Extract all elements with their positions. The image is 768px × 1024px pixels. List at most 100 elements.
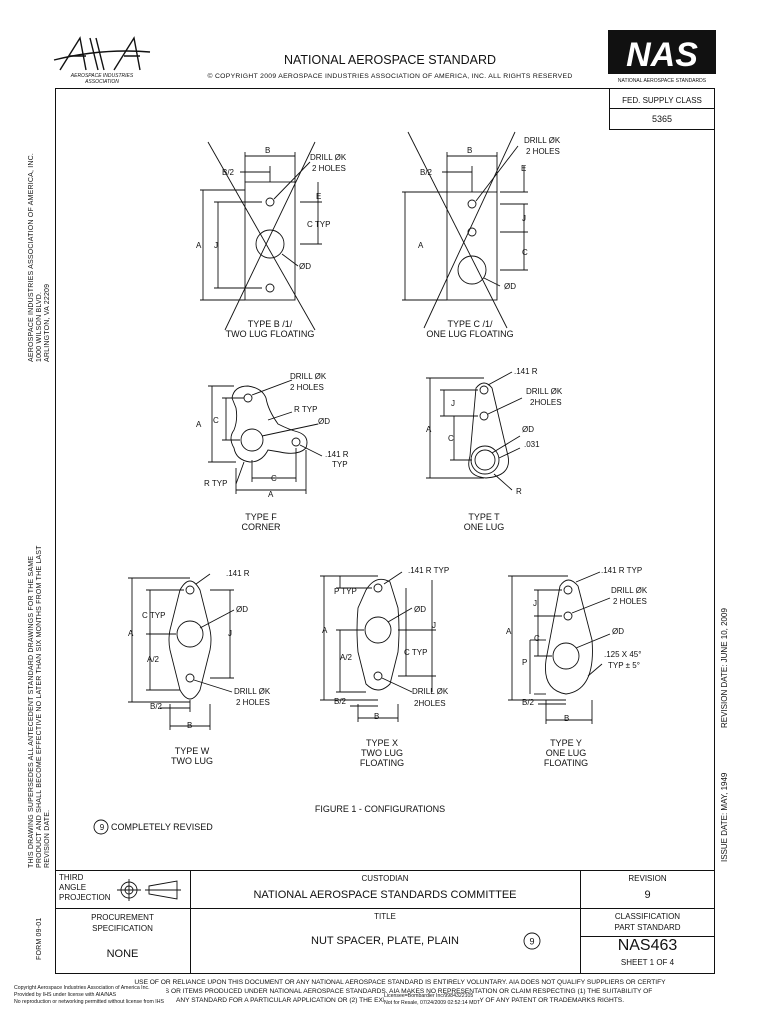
type-w-label-d: ØD (236, 605, 248, 614)
title-block-col2 (580, 870, 581, 974)
type-f-label-c-vert: C (213, 416, 219, 425)
type-y-drawing (508, 571, 611, 724)
type-b-drawing (200, 141, 322, 331)
type-x-label-ptyp: P TYP (334, 587, 357, 596)
type-t-label-d: ØD (522, 425, 534, 434)
type-x-name: TYPE X (365, 738, 398, 748)
type-c-name: TYPE C /1/ (447, 319, 493, 329)
custodian-label: CUSTODIAN (361, 874, 409, 883)
projection-line3: PROJECTION (59, 893, 111, 902)
type-f-label-c: C (271, 474, 277, 483)
type-y-label-drillk: DRILL ØK (611, 586, 648, 595)
type-c-label-e: E (521, 164, 526, 173)
type-y-label-d: ØD (612, 627, 624, 636)
type-t-label-c: C (448, 434, 454, 443)
type-b-caption: TYPE B /1/ TWO LUG FLOATING (205, 319, 335, 339)
type-y-label-b: B (564, 714, 569, 723)
title-block-top (55, 870, 715, 871)
procurement-label: PROCUREMENT SPECIFICATION (55, 912, 190, 934)
ihs-copyright-line3: No reproduction or networking permitted … (14, 999, 164, 1005)
classification-line1: CLASSIFICATION (614, 912, 681, 921)
figure-caption: FIGURE 1 - CONFIGURATIONS (314, 804, 446, 814)
type-x-label-a2: A/2 (340, 653, 353, 662)
nas-logo: NAS NATIONAL AEROSPACE STANDARDS (608, 30, 716, 84)
title-value: NUT SPACER, PLATE, PLAIN (311, 935, 459, 947)
nas-logo-text: NAS (626, 36, 698, 74)
type-w-desc: TWO LUG (171, 756, 213, 766)
type-w-name: TYPE W (174, 746, 210, 756)
licensee-info: Licensee=Bombardier Inc/9984322105 Not f… (384, 993, 481, 1007)
type-f-caption: TYPE F CORNER (211, 512, 311, 532)
note-revision-circle (93, 819, 109, 835)
type-f-name: TYPE F (245, 512, 277, 522)
procurement-label-line1: PROCUREMENT (91, 913, 154, 922)
type-b-label-drillk: DRILL ØK (310, 153, 347, 162)
title-label: TITLE (374, 912, 396, 921)
type-w-drawing (128, 573, 235, 730)
type-w-label-a: A (128, 629, 134, 638)
type-t-label-a: A (426, 425, 432, 434)
type-t-label-j: J (451, 399, 455, 408)
type-x-desc2: FLOATING (359, 758, 405, 768)
aia-logo-graphic: AEROSPACE INDUSTRIES ASSOCIATION (53, 36, 151, 85)
type-x-label-a: A (322, 626, 328, 635)
type-y-name: TYPE Y (550, 738, 582, 748)
type-b-label-a: A (196, 241, 202, 250)
type-y-label-holes: 2 HOLES (613, 597, 647, 606)
type-y-label-j: J (533, 599, 537, 608)
copyright-line: © COPYRIGHT 2009 AEROSPACE INDUSTRIES AS… (207, 73, 573, 80)
type-w-label-j: J (228, 629, 232, 638)
type-b-name: TYPE B /1/ (247, 319, 293, 329)
type-y-desc1: ONE LUG (545, 748, 587, 758)
type-t-caption: TYPE T ONE LUG (434, 512, 534, 532)
type-t-desc: ONE LUG (463, 522, 505, 532)
title-revision-number: 9 (529, 937, 534, 947)
type-w-label-holes: 2 HOLES (236, 698, 270, 707)
title-revision-circle: 9 (523, 932, 541, 950)
type-c-label-d: ØD (504, 282, 516, 291)
type-x-caption: TYPE X TWO LUG FLOATING (332, 738, 432, 768)
aia-logo-sub2: ASSOCIATION (84, 79, 119, 85)
type-f-label-r141: .141 R (325, 450, 349, 459)
type-f-label-a: A (268, 490, 274, 499)
type-x-desc1: TWO LUG (361, 748, 403, 758)
type-w-label-r141: .141 R (226, 569, 250, 578)
fed-supply-box (609, 88, 715, 130)
type-f-label-holes: 2 HOLES (290, 383, 324, 392)
revision-label: REVISION (628, 874, 667, 883)
licensee-line1: Licensee=Bombardier Inc/9984322105 (384, 993, 474, 999)
type-w-label-b2: B/2 (150, 702, 163, 711)
classification-label: CLASSIFICATION PART STANDARD (580, 911, 715, 933)
type-x-drawing (320, 571, 436, 722)
type-y-label-c: C (534, 634, 540, 643)
type-y-label-chamfer-tol: TYP ± 5° (608, 661, 640, 670)
type-f-label-typ: TYP (332, 460, 348, 469)
type-b-label-j: J (214, 241, 218, 250)
type-y-label-b2: B/2 (522, 698, 535, 707)
type-x-label-drillk: DRILL ØK (412, 687, 449, 696)
type-f-label-drillk: DRILL ØK (290, 372, 327, 381)
drawing-border (55, 88, 715, 974)
type-b-label-holes: 2 HOLES (312, 164, 346, 173)
type-c-label-a: A (418, 241, 424, 250)
type-w-label-a2: A/2 (147, 655, 160, 664)
disclaimer-line2: PARTS OR ITEMS PRODUCED UNDER NATIONAL A… (147, 988, 653, 995)
type-c-label-b: B (467, 146, 472, 155)
fed-supply-value: 5365 (651, 114, 673, 124)
type-x-label-ctyp: C TYP (404, 648, 427, 657)
type-f-label-d: ØD (318, 417, 330, 426)
type-x-label-holes: 2HOLES (414, 699, 446, 708)
type-c-label-c: C (522, 248, 528, 257)
type-b-label-ctyp: C TYP (307, 220, 330, 229)
third-angle-projection-icon (117, 879, 181, 901)
title-block-col1 (190, 870, 191, 974)
type-b-label-e: E (316, 192, 321, 201)
type-b-label-b2: B/2 (222, 168, 235, 177)
title-block-mid (55, 908, 715, 909)
type-x-label-b: B (374, 712, 379, 721)
type-f-label-a-vert: A (196, 420, 202, 429)
revision-value: 9 (644, 889, 651, 901)
note-completely-revised: COMPLETELY REVISED (111, 822, 213, 832)
type-t-name: TYPE T (468, 512, 500, 522)
